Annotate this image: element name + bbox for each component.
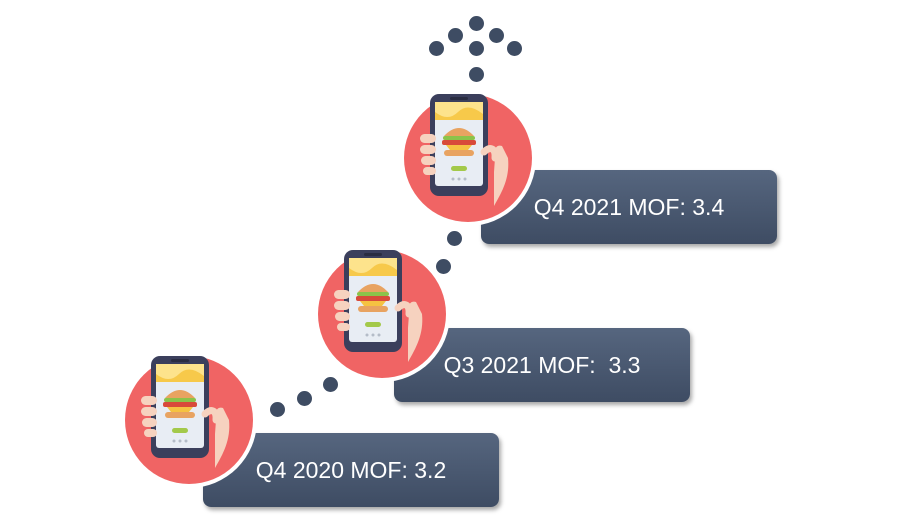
connector-dot [447, 231, 462, 246]
phone-burger-icon [400, 90, 536, 226]
connector-dot [297, 391, 312, 406]
connector-dot [323, 377, 338, 392]
phone-burger-icon [121, 352, 257, 488]
phone-burger-icon [314, 246, 450, 382]
milestone-label-q4-2020: Q4 2020 MOF: 3.2 [203, 433, 499, 507]
connector-dot [469, 67, 484, 82]
connector-dot [270, 402, 285, 417]
connector-dot [436, 259, 451, 274]
